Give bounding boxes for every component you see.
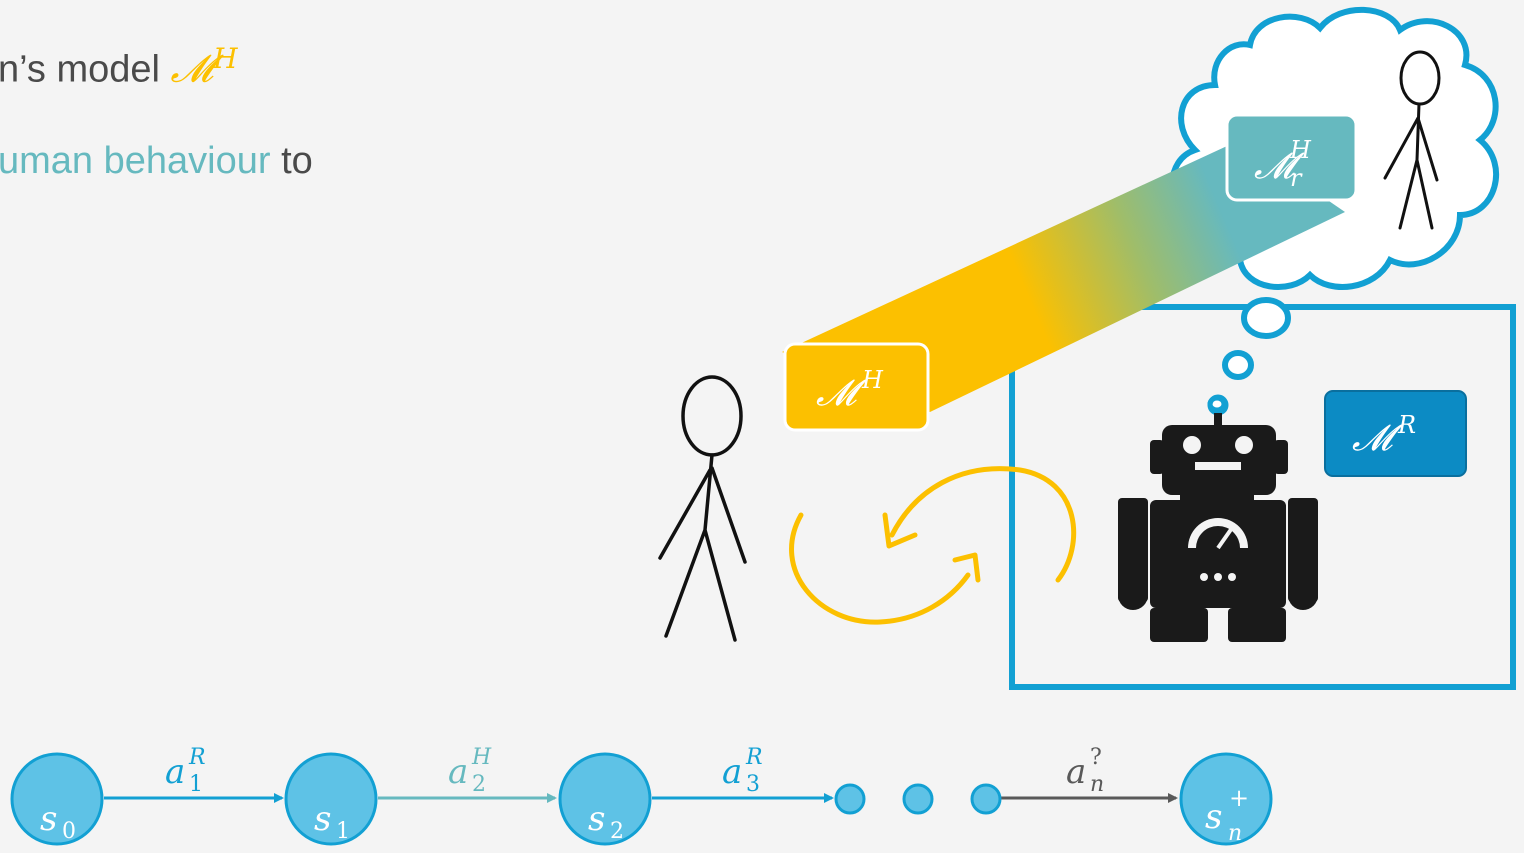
state-sn-label: s [1205, 797, 1222, 837]
caption-line-1-text: n’s model [0, 48, 171, 91]
action-3-sub: 3 [746, 772, 760, 797]
state-s0-sub: 0 [62, 819, 76, 844]
state-s0 [10, 752, 104, 846]
action-3-sup: R [745, 745, 763, 770]
action-2-sub: 2 [472, 772, 486, 797]
state-sn-sup: + [1229, 784, 1249, 812]
human-behaviour-text: uman behaviour [0, 140, 271, 182]
ellipsis-dot-1 [834, 783, 866, 815]
ellipsis-dot-3 [970, 783, 1002, 815]
belief-model-sup: H [1289, 136, 1312, 164]
action-1-label: a [165, 752, 185, 792]
human-model-sup: H [861, 366, 884, 394]
state-s2 [558, 752, 652, 846]
action-2-sup: H [471, 745, 492, 770]
state-s2-label: s [588, 799, 605, 839]
ellipsis-dot-2 [902, 783, 934, 815]
action-4-label: a [1066, 752, 1086, 792]
belief-model-sub: r [1290, 164, 1303, 192]
state-s2-sub: 2 [610, 819, 624, 844]
action-1-sup: R [188, 745, 206, 770]
cloud-human-stick-figure-icon [1383, 50, 1441, 230]
state-s1-label: s [314, 799, 331, 839]
human-stick-figure-icon [658, 375, 747, 642]
human-model-box [783, 342, 930, 432]
robot-model-sup: R [1397, 411, 1416, 439]
caption-line-2: uman behaviour to [0, 140, 313, 183]
state-s1-sub: 1 [336, 819, 350, 844]
caption-line-2-tail: to [270, 140, 313, 182]
action-2-label: a [448, 752, 468, 792]
state-s1 [284, 752, 378, 846]
state-action-chain: s 0 s 1 s 2 s n + a R 1 a H 2 a R 3 a ? … [10, 745, 1273, 846]
robot-icon [1118, 394, 1318, 642]
robot-model-box [1324, 390, 1467, 477]
state-s0-label: s [40, 799, 57, 839]
action-4-sub: n [1090, 772, 1104, 797]
cycle-arrows-icon [789, 466, 1077, 625]
action-4-sup: ? [1090, 745, 1102, 770]
belief-model-box [1225, 113, 1358, 202]
action-1-sub: 1 [189, 772, 203, 797]
human-model-symbol: 𝓜 [170, 46, 214, 91]
state-sn-plus [1179, 752, 1273, 846]
state-sn-sub: n [1228, 821, 1242, 846]
human-model-superscript: H [213, 42, 238, 75]
action-3-label: a [722, 752, 742, 792]
caption-line-1: n’s model 𝓜H [0, 42, 238, 92]
